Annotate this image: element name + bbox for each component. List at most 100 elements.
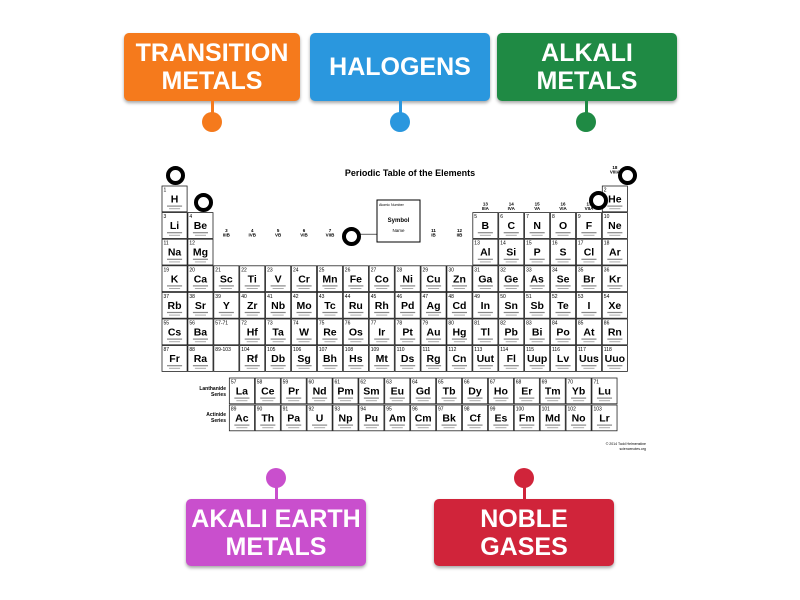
group-roman: IB [431, 233, 436, 238]
atomic-number: 18 [604, 241, 610, 247]
element-symbol: Yb [572, 386, 585, 398]
element-symbol: Au [427, 327, 441, 339]
legend-name: Name [392, 228, 405, 233]
element-symbol: Pd [401, 300, 414, 312]
element-cell-K: 19K [161, 265, 188, 292]
atomic-number: 78 [397, 321, 403, 327]
element-symbol: Si [506, 247, 516, 259]
alkali-pin-dot[interactable] [576, 112, 596, 132]
atomic-number: 107 [319, 347, 328, 353]
element-symbol: Ag [427, 300, 441, 312]
element-symbol: Pa [287, 413, 300, 425]
element-cell-89-103: 89-103 [213, 345, 240, 372]
element-symbol: Nd [313, 386, 327, 398]
noble-pin-dot[interactable] [514, 468, 534, 488]
transition-pin-dot[interactable] [202, 112, 222, 132]
alkali-metals-label[interactable]: ALKALI METALS [497, 33, 677, 101]
group-number: 15 [535, 202, 541, 207]
element-symbol: Fl [507, 353, 516, 365]
drop-target-ring[interactable] [342, 227, 361, 246]
atomic-number: 2 [604, 188, 607, 194]
element-symbol: As [530, 273, 544, 285]
group-roman: IIIB [223, 233, 231, 238]
atomic-number: 21 [215, 267, 221, 273]
atomic-number: 100 [516, 407, 525, 413]
element-symbol: Y [223, 300, 230, 312]
atomic-number: 50 [500, 294, 506, 300]
atomic-number: 69 [542, 380, 548, 386]
halogens-stem [399, 101, 402, 115]
element-symbol: Fr [169, 353, 180, 365]
alkaline-earth-metals-label[interactable]: AKALI EARTH METALS [186, 499, 366, 566]
atomic-number: 59 [283, 380, 289, 386]
atomic-number: 89 [231, 407, 237, 413]
atomic-number: 88 [189, 347, 195, 353]
actinide-cell-U: 92U [306, 404, 333, 432]
atomic-number: 39 [215, 294, 221, 300]
element-symbol: Fm [519, 413, 535, 425]
element-symbol: Uuo [605, 353, 625, 365]
element-symbol: Tl [481, 327, 490, 339]
drop-target-ring[interactable] [194, 193, 213, 212]
atomic-number: 9 [578, 214, 581, 220]
drop-target-ring[interactable] [589, 191, 608, 210]
atomic-number: 22 [241, 267, 247, 273]
element-symbol: Pt [402, 327, 413, 339]
legend-symbol: Symbol [388, 218, 410, 224]
atomic-number: 14 [500, 241, 506, 247]
element-symbol: Tc [324, 300, 336, 312]
element-symbol: Am [389, 413, 406, 425]
atomic-number: 63 [386, 380, 392, 386]
atomic-number: 89-103 [215, 347, 231, 353]
element-symbol: Ta [272, 327, 284, 339]
element-symbol: Ce [261, 386, 275, 398]
drop-target-ring[interactable] [166, 166, 185, 185]
label-line: ALKALI [541, 39, 633, 67]
atomic-number: 104 [241, 347, 250, 353]
element-cell-V: 23V [265, 265, 292, 292]
atomic-number: 68 [516, 380, 522, 386]
atomic-number: 105 [267, 347, 276, 353]
noble-gases-label[interactable]: NOBLE GASES [434, 499, 614, 566]
halogens-label[interactable]: HALOGENS [310, 33, 490, 101]
atomic-number: 12 [189, 241, 195, 247]
element-symbol: Cl [584, 247, 595, 259]
transition-metals-label[interactable]: TRANSITION METALS [124, 33, 300, 101]
alkaline-earth-pin-dot[interactable] [266, 468, 286, 488]
element-symbol: Co [375, 273, 389, 285]
element-symbol: Cm [415, 413, 432, 425]
element-symbol: Eu [391, 386, 404, 398]
atomic-number: 87 [164, 347, 170, 353]
atomic-number: 5 [474, 214, 477, 220]
element-cell-I: 53I [576, 291, 602, 319]
group-roman: IVA [508, 206, 516, 211]
element-symbol: At [583, 327, 595, 339]
drop-target-ring[interactable] [618, 166, 637, 185]
halogens-pin-dot[interactable] [390, 112, 410, 132]
